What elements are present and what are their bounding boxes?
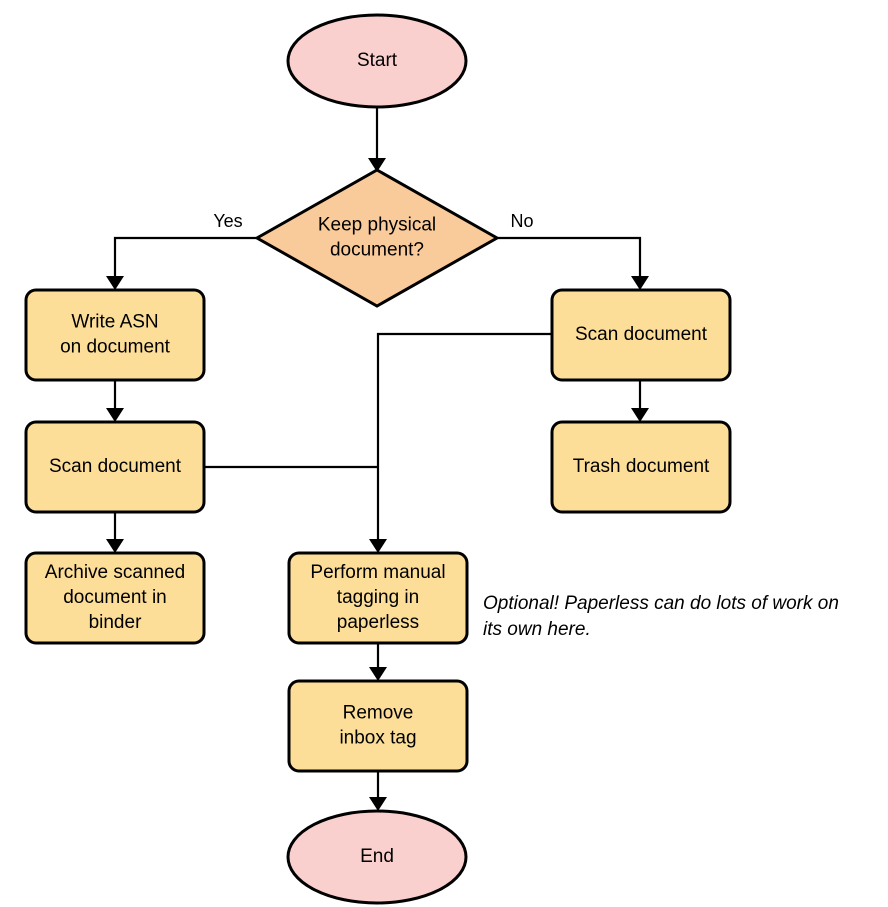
node-label-start: Start: [357, 50, 398, 71]
process-shape: [550, 420, 732, 514]
process-shape: [24, 288, 206, 382]
annotation-optional-note: Optional! Paperless can do lots of work …: [483, 593, 839, 640]
arrowhead-icon: [631, 276, 649, 290]
node-label-trash-document: Trash document: [573, 456, 710, 477]
process-shape: [24, 420, 206, 514]
arrowhead-icon: [106, 539, 124, 553]
process-shape: [287, 551, 469, 645]
edge-label-decision-yes-to-write-asn: Yes: [213, 211, 242, 231]
node-label-scan-document-left: Scan document: [49, 456, 182, 477]
arrowhead-icon: [106, 408, 124, 422]
edge-write-asn-to-scan-left: [106, 380, 124, 422]
process-shape: [550, 288, 732, 382]
arrowhead-icon: [369, 797, 387, 811]
edges-layer: Yes No: [106, 107, 649, 811]
edge-remove-inbox-tag-to-end: [369, 771, 387, 811]
node-start[interactable]: Start: [286, 13, 468, 109]
node-label-scan-document-right: Scan document: [575, 324, 708, 345]
edge-label-decision-no-to-scan-right: No: [510, 211, 533, 231]
edge-start-to-decision: [368, 107, 386, 172]
arrowhead-icon: [369, 539, 387, 553]
process-shape: [287, 679, 469, 773]
node-trash-document[interactable]: Trash document: [550, 420, 732, 514]
node-end[interactable]: End: [286, 809, 468, 905]
arrowhead-icon: [631, 408, 649, 422]
node-scan-document-right[interactable]: Scan document: [550, 288, 732, 382]
edge-scan-left-to-archive: [106, 512, 124, 553]
edge-scan-right-to-manual-tagging: [369, 332, 552, 553]
edge-decision-yes-to-write-asn: Yes: [106, 211, 257, 290]
terminator-shape: [286, 809, 468, 905]
process-shape: [24, 551, 206, 645]
node-label-end: End: [360, 846, 394, 867]
decision-shape: [253, 168, 501, 308]
arrowhead-icon: [369, 667, 387, 681]
node-scan-document-left[interactable]: Scan document: [24, 420, 206, 514]
edge-scan-right-to-trash: [631, 380, 649, 422]
arrowhead-icon: [106, 276, 124, 290]
annotations-layer: Optional! Paperless can do lots of work …: [483, 593, 839, 640]
terminator-shape: [286, 13, 468, 109]
edge-decision-no-to-scan-right: No: [497, 211, 649, 290]
arrowhead-icon: [368, 158, 386, 172]
edge-manual-tagging-to-remove-inbox-tag: [369, 643, 387, 681]
